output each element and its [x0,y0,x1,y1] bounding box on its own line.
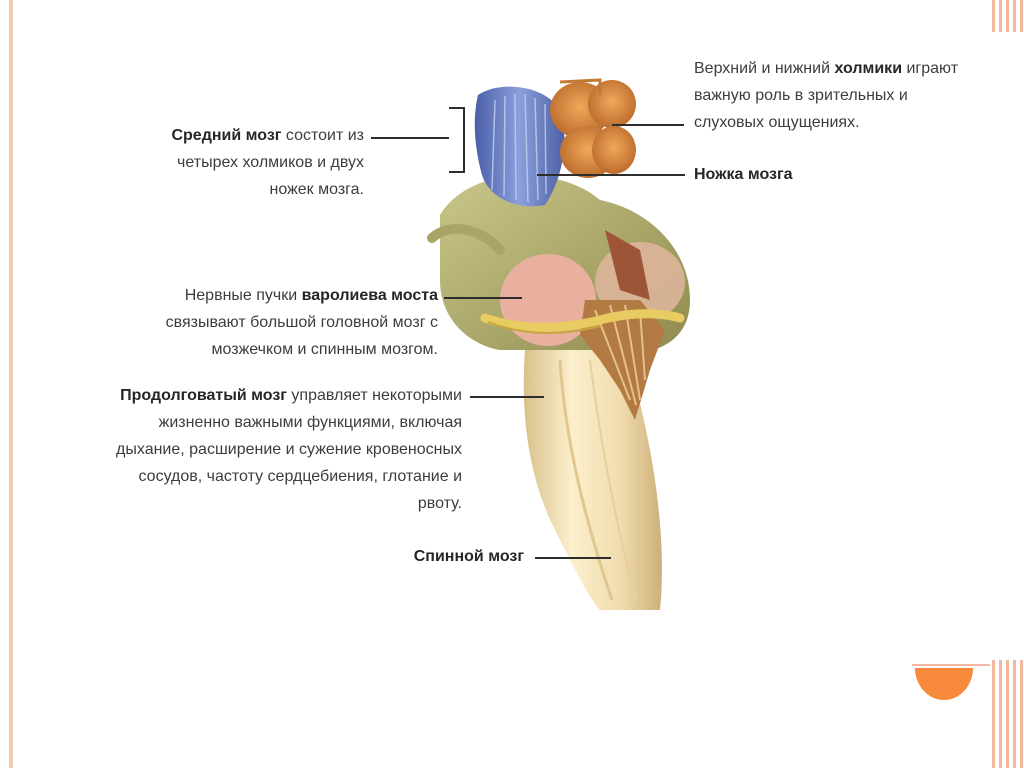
midbrain-bracket [449,107,465,173]
decor-stripes-top [990,0,1024,32]
colliculi-shape [550,78,636,178]
spinal-cord-shape [523,340,662,610]
slide-frame-line [9,0,13,768]
pons-caption: Нервные пучки варолиева моста связывают … [165,287,438,358]
midbrain-title: Средний мозг [171,127,282,144]
decor-stripes-bottom [990,660,1024,768]
midbrain-caption: Средний мозг состоит из четырех холмиков… [171,127,364,198]
medulla-leader [470,396,544,398]
spinal-leader [535,557,611,559]
midbrain-leader [371,137,449,139]
peduncle-caption: Ножка мозга [694,161,793,188]
colliculi-leader [612,124,684,126]
spinal-title: Спинной мозг [413,548,524,565]
pons-title: варолиева моста [301,287,438,304]
medulla-fan-shape [580,300,665,420]
peduncle-title: Ножка мозга [694,166,793,183]
peduncle-leader [537,174,685,176]
medulla-title: Продолговатый мозг [120,387,287,404]
pons-leader [444,297,522,299]
spinal-caption: Спинной мозг [330,543,524,570]
colliculi-title: холмики [834,60,903,77]
cerebral-peduncle-shape [474,86,565,207]
colliculi-caption: Верхний и нижний холмики играют важную р… [694,60,959,131]
medulla-caption: Продолговатый мозг управляет некоторыми … [116,387,462,512]
decor-rule [912,664,990,666]
